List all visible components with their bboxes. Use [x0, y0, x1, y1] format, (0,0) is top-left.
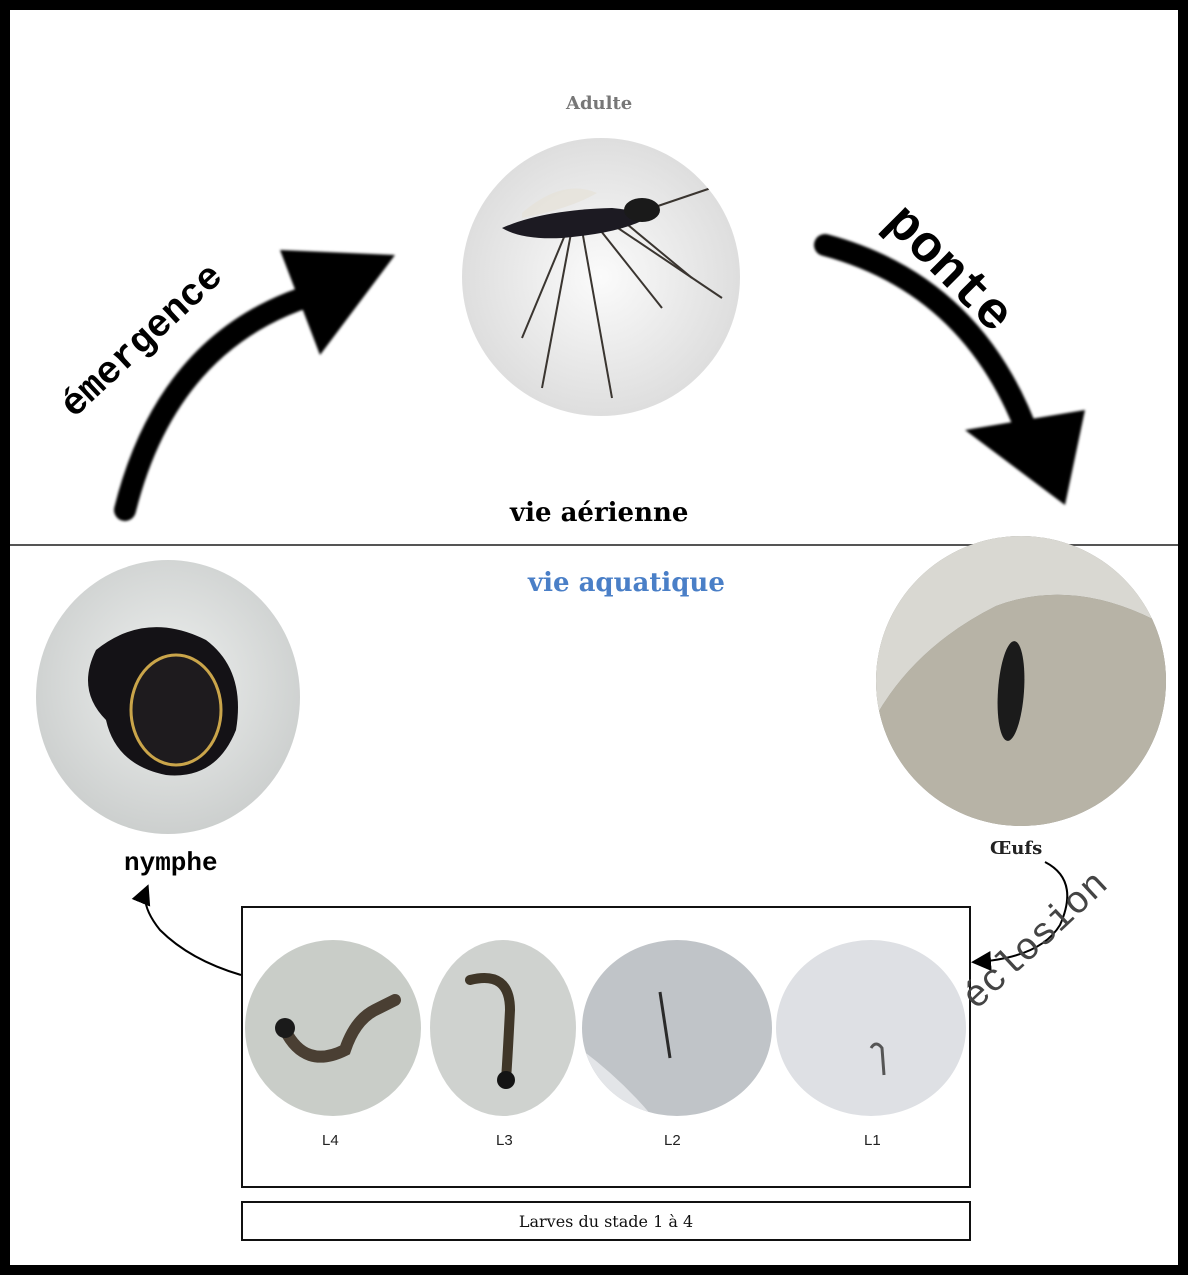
- larvae-to-pupa-arrow: [145, 888, 241, 975]
